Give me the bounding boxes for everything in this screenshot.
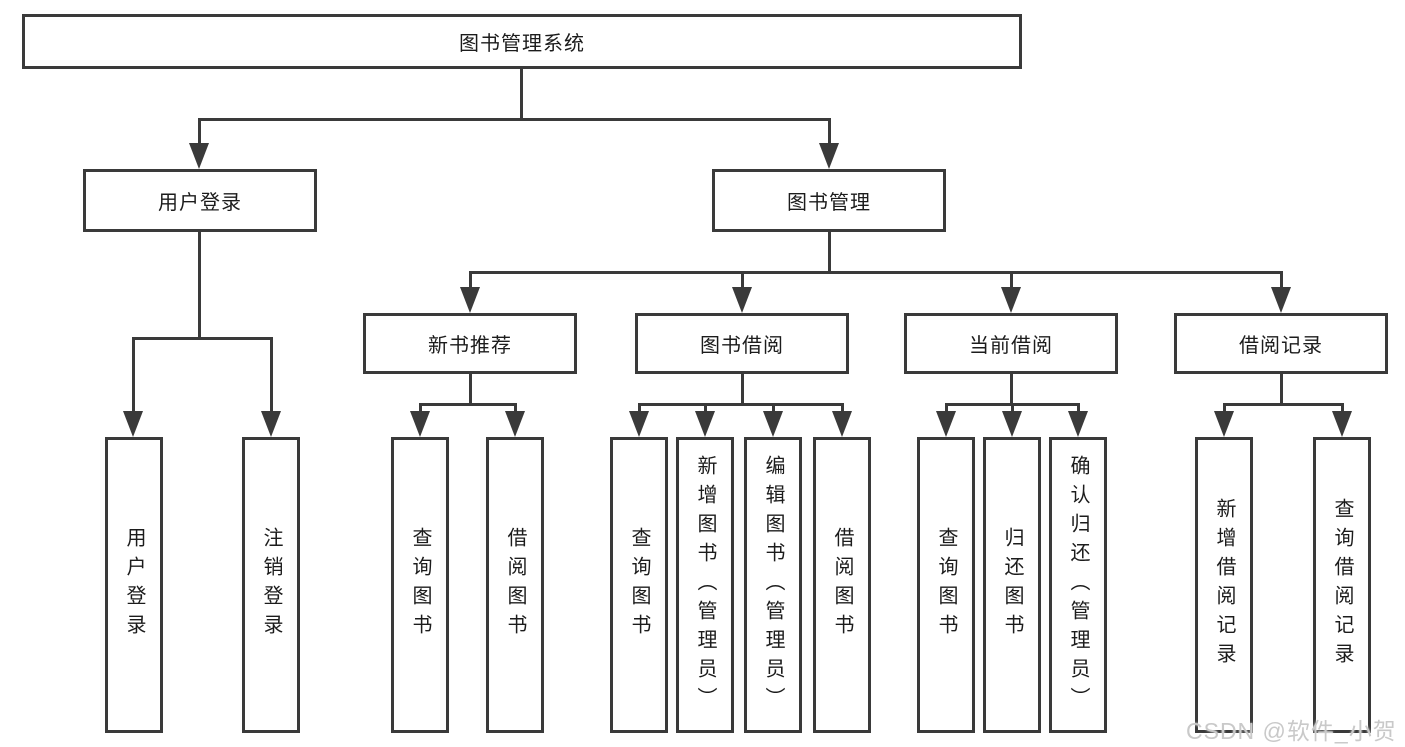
leaf-add-borrow-record: 新增借阅记录 [1195, 437, 1253, 733]
leaf-user-login-label: 用户登录 [123, 527, 145, 643]
connector-line [469, 271, 472, 289]
node-book-borrow: 图书借阅 [635, 313, 849, 374]
arrow-down-icon [261, 411, 281, 437]
connector-line [1011, 403, 1014, 413]
node-library-system-label: 图书管理系统 [459, 33, 585, 55]
arrow-down-icon [1002, 411, 1022, 437]
connector-line [520, 69, 523, 118]
connector-line [638, 403, 844, 406]
arrow-down-icon [189, 143, 209, 169]
connector-line [1341, 403, 1344, 413]
leaf-query-book-current: 查询图书 [917, 437, 975, 733]
arrow-down-icon [763, 411, 783, 437]
node-user-login-label: 用户登录 [158, 192, 242, 214]
connector-line [945, 403, 948, 413]
arrow-down-icon [1001, 287, 1021, 313]
connector-line [841, 403, 844, 413]
leaf-confirm-return-admin-label: 确认归还（管理员） [1067, 454, 1089, 716]
connector-line [1010, 271, 1013, 289]
connector-line [270, 337, 273, 413]
node-user-login: 用户登录 [83, 169, 317, 232]
arrow-down-icon [819, 143, 839, 169]
leaf-edit-book-admin: 编辑图书（管理员） [744, 437, 802, 733]
connector-line [1280, 374, 1283, 403]
leaf-add-book-admin-label: 新增图书（管理员） [694, 454, 716, 716]
leaf-query-book-recommend: 查询图书 [391, 437, 449, 733]
leaf-query-book-current-label: 查询图书 [935, 527, 957, 643]
arrow-down-icon [1271, 287, 1291, 313]
connector-line [1223, 403, 1226, 413]
leaf-query-book-borrow-label: 查询图书 [628, 527, 650, 643]
arrow-down-icon [1214, 411, 1234, 437]
node-borrow-record-label: 借阅记录 [1239, 335, 1323, 357]
connector-line [1010, 374, 1013, 403]
leaf-borrow-book-label: 借阅图书 [831, 527, 853, 643]
connector-line [1223, 403, 1344, 406]
node-new-book-recommend: 新书推荐 [363, 313, 577, 374]
arrow-down-icon [732, 287, 752, 313]
arrow-down-icon [629, 411, 649, 437]
leaf-add-borrow-record-label: 新增借阅记录 [1213, 498, 1235, 672]
leaf-borrow-book-recommend-label: 借阅图书 [504, 527, 526, 643]
csdn-watermark: CSDN @软件_小贺同学 [1186, 718, 1397, 744]
connector-line [828, 118, 831, 145]
connector-line [132, 337, 273, 340]
leaf-logout: 注销登录 [242, 437, 300, 733]
connector-line [469, 374, 472, 403]
connector-line [741, 374, 744, 403]
connector-line [828, 232, 831, 271]
leaf-confirm-return-admin: 确认归还（管理员） [1049, 437, 1107, 733]
leaf-add-book-admin: 新增图书（管理员） [676, 437, 734, 733]
connector-line [704, 403, 707, 413]
leaf-borrow-book: 借阅图书 [813, 437, 871, 733]
connector-line [469, 271, 1283, 274]
leaf-return-book: 归还图书 [983, 437, 1041, 733]
node-book-management-label: 图书管理 [787, 192, 871, 214]
leaf-user-login: 用户登录 [105, 437, 163, 733]
connector-line [419, 403, 517, 406]
leaf-borrow-book-recommend: 借阅图书 [486, 437, 544, 733]
node-book-borrow-label: 图书借阅 [700, 335, 784, 357]
leaf-return-book-label: 归还图书 [1001, 527, 1023, 643]
leaf-logout-label: 注销登录 [260, 527, 282, 643]
arrow-down-icon [1068, 411, 1088, 437]
leaf-query-borrow-record: 查询借阅记录 [1313, 437, 1371, 733]
connector-line [1280, 271, 1283, 289]
leaf-query-book-borrow: 查询图书 [610, 437, 668, 733]
connector-line [198, 118, 201, 145]
node-current-borrow: 当前借阅 [904, 313, 1118, 374]
node-current-borrow-label: 当前借阅 [969, 335, 1053, 357]
leaf-query-borrow-record-label: 查询借阅记录 [1331, 498, 1353, 672]
node-book-management: 图书管理 [712, 169, 946, 232]
arrow-down-icon [123, 411, 143, 437]
connector-line [638, 403, 641, 413]
connector-line [198, 118, 831, 121]
arrow-down-icon [1332, 411, 1352, 437]
connector-line [198, 232, 201, 337]
connector-line [772, 403, 775, 413]
node-borrow-record: 借阅记录 [1174, 313, 1388, 374]
arrow-down-icon [695, 411, 715, 437]
node-library-system: 图书管理系统 [22, 14, 1022, 69]
node-new-book-recommend-label: 新书推荐 [428, 335, 512, 357]
leaf-edit-book-admin-label: 编辑图书（管理员） [762, 454, 784, 716]
leaf-query-book-recommend-label: 查询图书 [409, 527, 431, 643]
arrow-down-icon [460, 287, 480, 313]
arrow-down-icon [505, 411, 525, 437]
connector-line [132, 337, 135, 413]
connector-line [1077, 403, 1080, 413]
arrow-down-icon [936, 411, 956, 437]
arrow-down-icon [832, 411, 852, 437]
arrow-down-icon [410, 411, 430, 437]
connector-line [741, 271, 744, 289]
connector-line [419, 403, 422, 413]
connector-line [514, 403, 517, 413]
